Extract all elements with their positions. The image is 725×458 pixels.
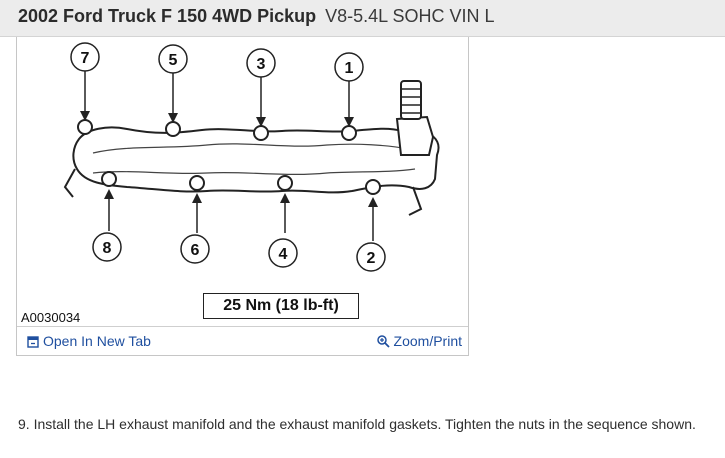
nut-2	[365, 179, 381, 195]
svg-text:2: 2	[367, 250, 376, 267]
manifold-leg	[408, 186, 423, 216]
callout-4: 4	[268, 238, 298, 268]
callout-3: 3	[246, 48, 276, 78]
outlet-flange	[395, 115, 435, 156]
engine-spec: V8-5.4L SOHC VIN L	[325, 6, 495, 26]
callout-8: 8	[92, 232, 122, 262]
zoom-print-link[interactable]: Zoom/Print	[376, 333, 462, 351]
nut-5	[165, 121, 181, 137]
open-tab-icon	[27, 335, 39, 351]
nut-3	[253, 125, 269, 141]
svg-text:7: 7	[81, 50, 90, 67]
svg-text:8: 8	[103, 240, 112, 257]
svg-text:4: 4	[279, 246, 288, 263]
page-header: 2002 Ford Truck F 150 4WD Pickup V8-5.4L…	[0, 0, 725, 37]
figure-panel: 7 5 3 1 8 6 4 2 25 Nm	[16, 37, 469, 356]
manifold-leg	[63, 168, 76, 198]
callout-7: 7	[70, 42, 100, 72]
manifold-inner-line	[92, 143, 410, 154]
nut-7	[77, 119, 93, 135]
callout-1: 1	[334, 52, 364, 82]
svg-text:3: 3	[257, 56, 266, 73]
vehicle-title: 2002 Ford Truck F 150 4WD Pickup	[18, 6, 317, 26]
outlet-stud	[400, 80, 422, 120]
figure-id: A0030034	[21, 310, 81, 325]
svg-text:6: 6	[191, 242, 200, 259]
nut-4	[277, 175, 293, 191]
nut-6	[189, 175, 205, 191]
callout-6: 6	[180, 234, 210, 264]
figure-links-bar: Open In New Tab Zoom/Print	[17, 326, 468, 354]
svg-text:5: 5	[169, 52, 178, 69]
zoom-print-label: Zoom/Print	[393, 333, 462, 349]
open-new-tab-label: Open In New Tab	[43, 333, 151, 349]
exhaust-manifold-diagram: 7 5 3 1 8 6 4 2	[63, 42, 440, 272]
nut-8	[101, 171, 117, 187]
open-new-tab-link[interactable]: Open In New Tab	[27, 333, 151, 351]
procedure-step-text: 9. Install the LH exhaust manifold and t…	[18, 416, 696, 432]
svg-text:1: 1	[345, 60, 354, 77]
callout-5: 5	[158, 44, 188, 74]
callout-2: 2	[356, 242, 386, 272]
magnifier-icon	[376, 335, 390, 351]
nut-1	[341, 125, 357, 141]
torque-spec-box: 25 Nm (18 lb-ft)	[203, 293, 359, 319]
manifold-inner-line	[92, 168, 416, 176]
